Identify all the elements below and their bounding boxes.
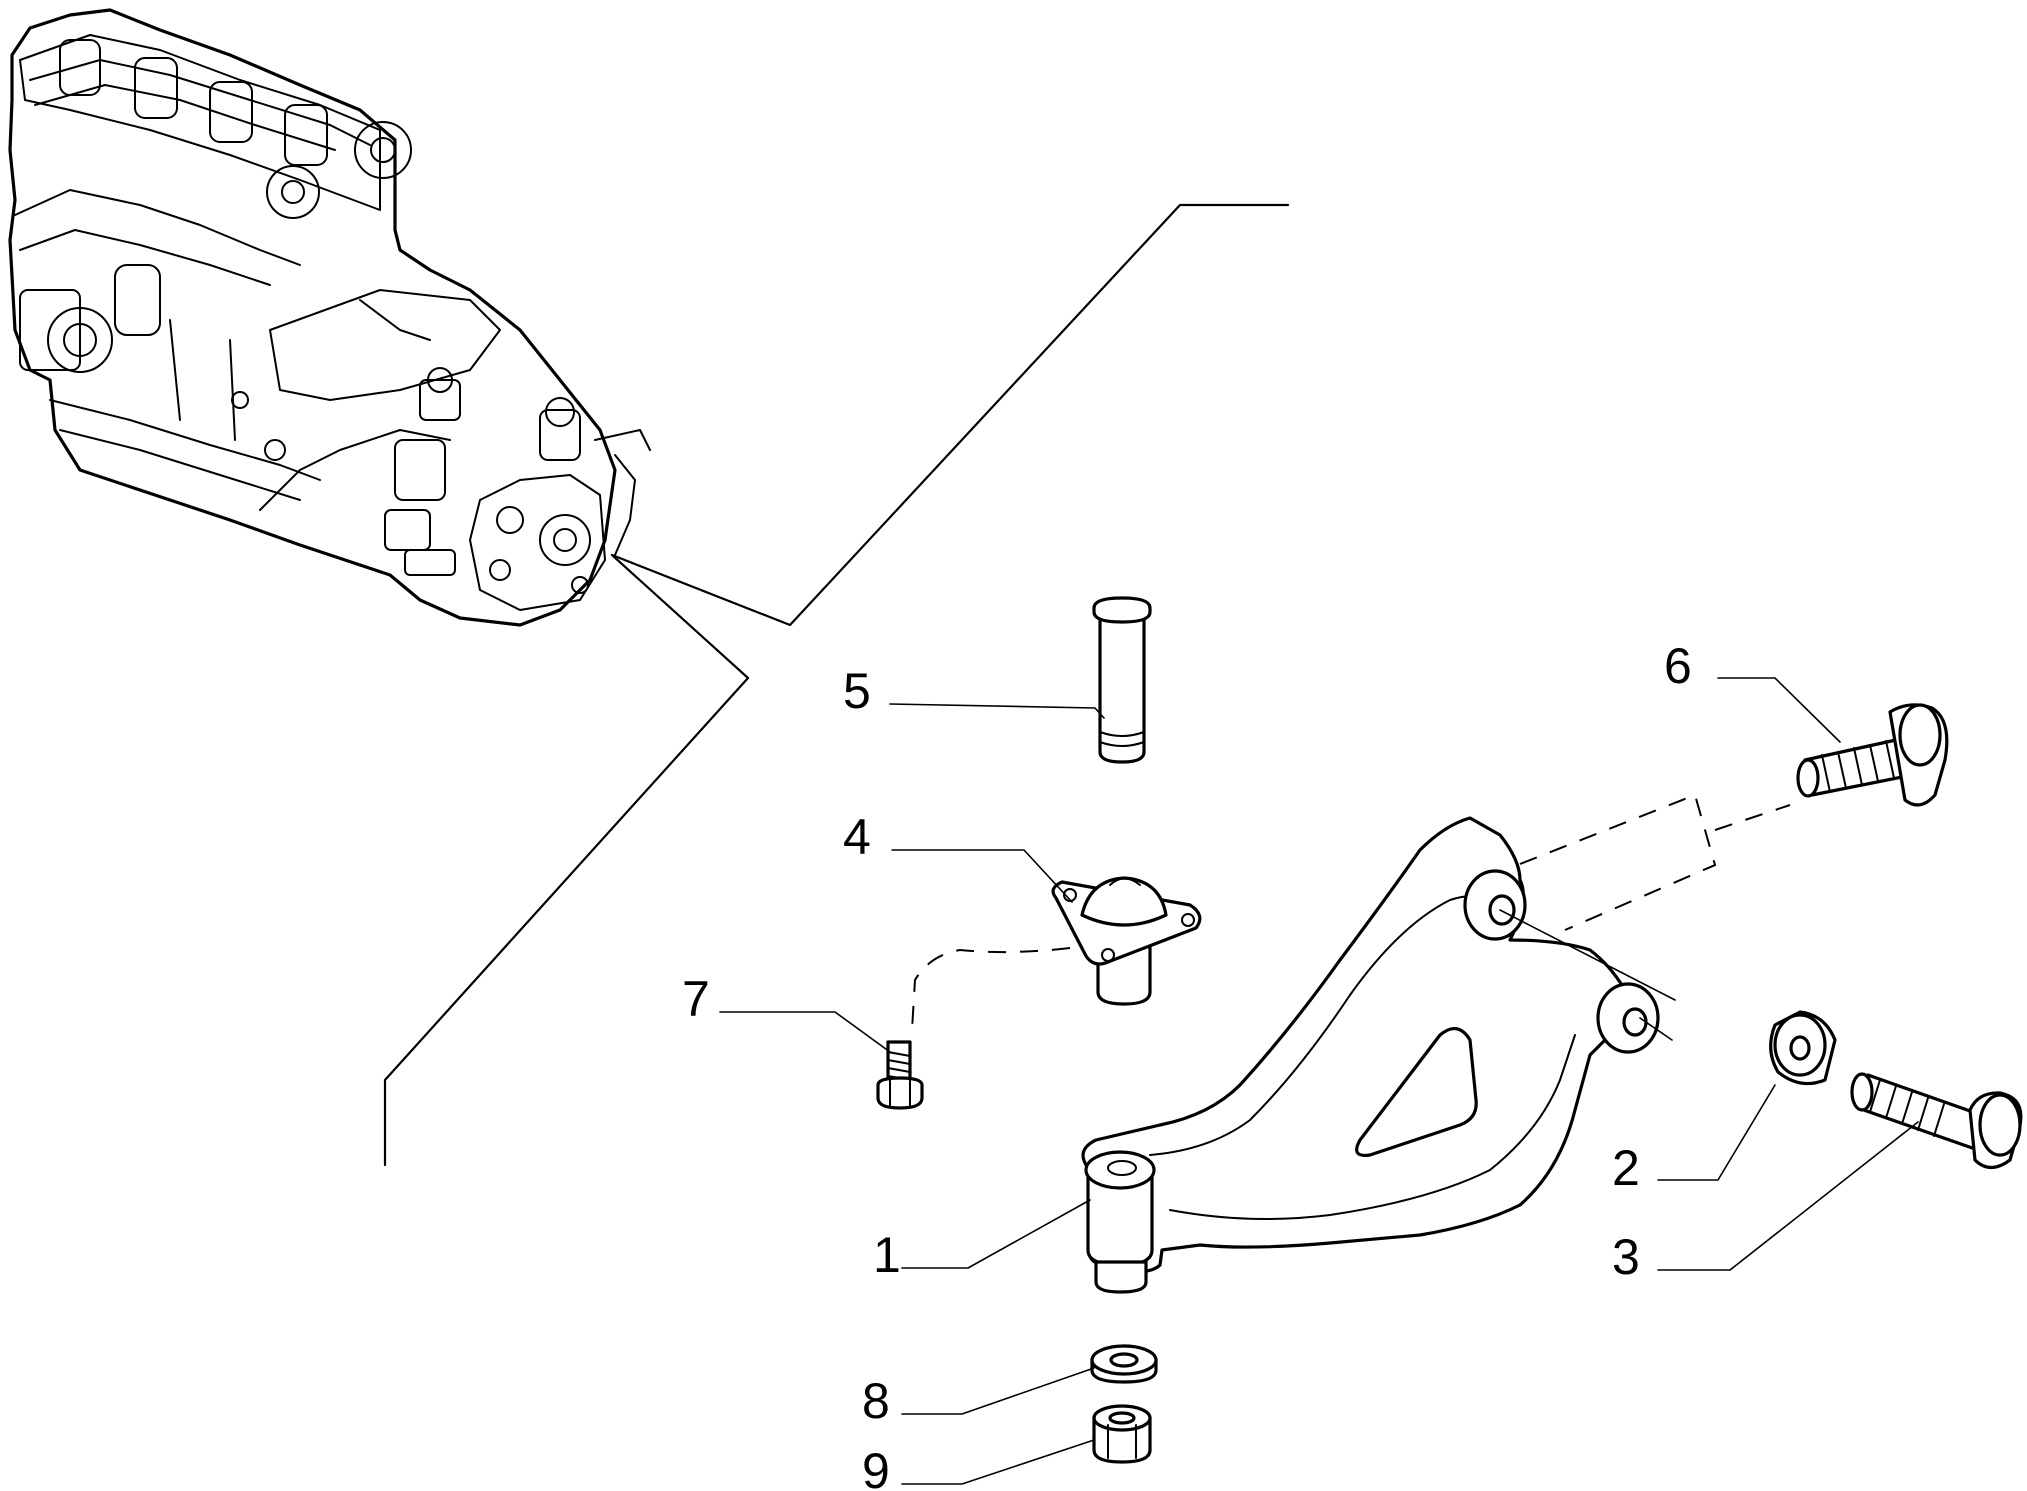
leader-3 [1657, 1121, 1919, 1271]
callout-numbers: 5 4 7 6 1 2 3 8 9 [682, 638, 1692, 1491]
part-1-control-arm [1081, 816, 1660, 1294]
part-8-washer [1090, 1344, 1158, 1384]
callout-7: 7 [682, 971, 710, 1027]
callout-9: 9 [862, 1443, 890, 1491]
part-6-bolt [1796, 703, 1949, 807]
leader-1 [901, 1199, 1091, 1269]
axis-line-upper-eye [1499, 909, 1676, 1001]
leader-9 [901, 1439, 1095, 1485]
assembly-link-6-1 [1519, 793, 1791, 931]
part-9-nut [1092, 1404, 1152, 1464]
part-7-small-bolt [876, 1040, 924, 1110]
detail-zoom-lines [383, 203, 1290, 1167]
engine-gearbox-assembly [8, 8, 651, 627]
callout-leaders [719, 677, 1919, 1485]
callout-6: 6 [1664, 638, 1692, 694]
part-5-pin [1092, 596, 1152, 764]
callout-8: 8 [862, 1373, 890, 1429]
leader-6 [1717, 677, 1841, 743]
callout-1: 1 [873, 1227, 901, 1283]
leader-4 [891, 849, 1073, 903]
leader-8 [901, 1367, 1095, 1415]
callout-5: 5 [843, 663, 871, 719]
part-4-ball-joint [1051, 876, 1202, 1006]
callout-3: 3 [1612, 1229, 1640, 1285]
part-2-washer [1769, 1010, 1837, 1086]
leader-2 [1657, 1084, 1776, 1181]
axis-line-lower-eye [1639, 1017, 1673, 1041]
leader-5 [889, 703, 1105, 719]
assembly-link-4-7 [911, 947, 1071, 1031]
callout-4: 4 [843, 809, 871, 865]
part-3-bolt [1850, 1072, 2023, 1170]
callout-2: 2 [1612, 1140, 1640, 1196]
leader-7 [719, 1011, 891, 1053]
